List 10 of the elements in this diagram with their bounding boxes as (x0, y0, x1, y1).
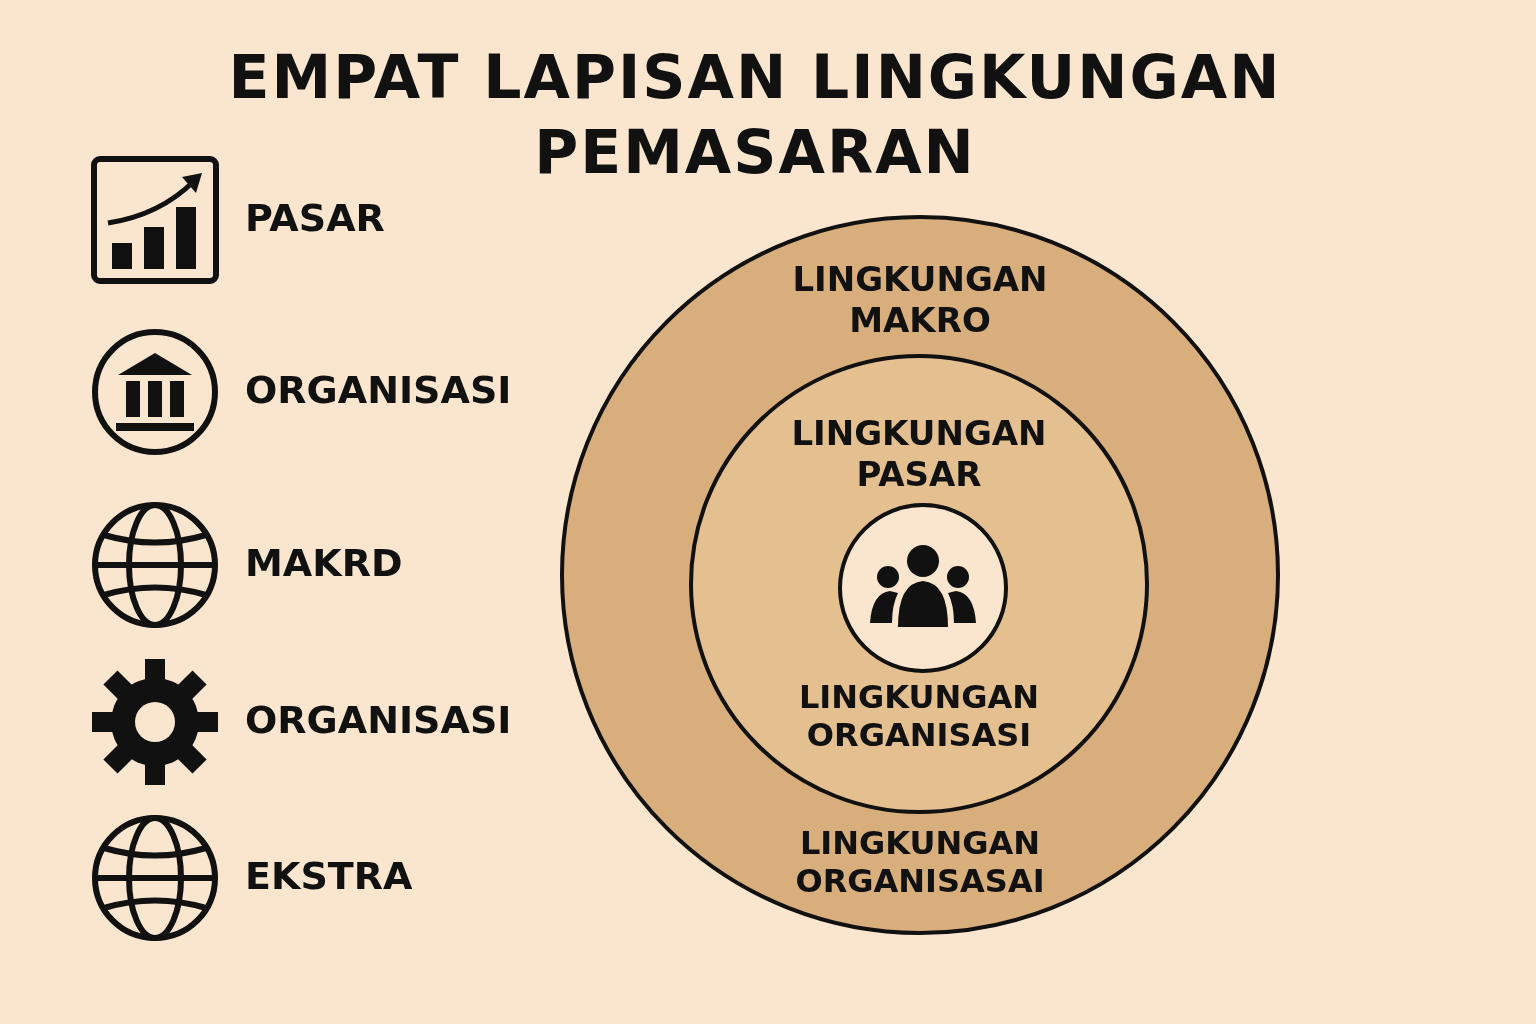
circle-label: LINGKUNGAN ORGANISASI (797, 678, 1041, 755)
side-label: MAKRD (245, 541, 403, 587)
side-label: PASAR (245, 196, 385, 242)
circle-label: LINGKUNGAN ORGANISASAI (794, 824, 1046, 901)
side-label: ORGANISASI (245, 698, 512, 744)
side-label: ORGANISASI (245, 368, 512, 414)
circle-label: LINGKUNGAN MAKRO (791, 259, 1049, 341)
side-label: EKSTRA (245, 854, 413, 900)
circle-label: LINGKUNGAN PASAR (790, 413, 1048, 495)
title: EMPAT LAPISAN LINGKUNGAN PEMASARAN (227, 41, 1283, 189)
